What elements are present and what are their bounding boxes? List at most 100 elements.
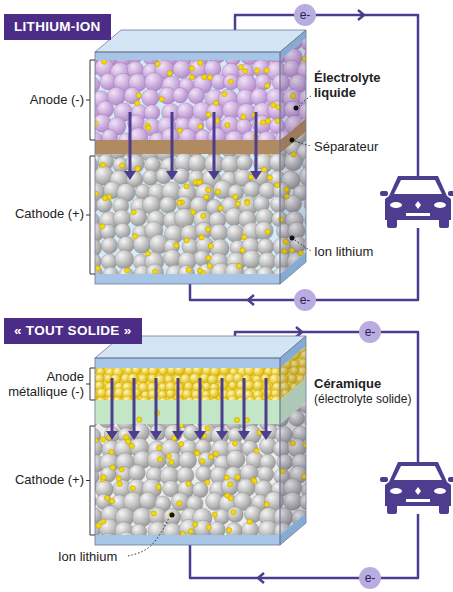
particle bbox=[179, 451, 197, 469]
particle bbox=[288, 536, 307, 555]
car-icon bbox=[380, 462, 453, 514]
car-wheel bbox=[387, 504, 397, 514]
particle bbox=[87, 390, 98, 401]
car-body bbox=[385, 462, 451, 506]
lithium-ion bbox=[171, 409, 176, 414]
part-label: Cathode (+) bbox=[15, 206, 84, 221]
car-wheel bbox=[387, 218, 397, 228]
ion-flow-arrow bbox=[111, 378, 114, 433]
lithium-ion bbox=[155, 61, 160, 66]
particle bbox=[160, 115, 177, 132]
lithium-ion bbox=[177, 200, 182, 205]
anode-layer bbox=[76, 18, 323, 150]
ion-flow-arrow bbox=[177, 378, 180, 433]
car-mirror bbox=[380, 477, 388, 482]
particle bbox=[256, 112, 274, 130]
particle bbox=[221, 397, 241, 417]
lithium-ion bbox=[265, 118, 270, 123]
particle bbox=[126, 154, 145, 173]
car-headlight bbox=[434, 202, 446, 208]
lithium-ion bbox=[207, 75, 212, 80]
lithium-ion bbox=[151, 511, 156, 516]
car-wheel bbox=[439, 504, 449, 514]
particle bbox=[226, 125, 245, 144]
lithium-ion bbox=[245, 379, 250, 384]
lithium-ion bbox=[227, 527, 232, 532]
lithium-ion bbox=[157, 407, 162, 412]
particle bbox=[309, 267, 324, 282]
lithium-ion bbox=[114, 136, 119, 141]
car-logo bbox=[415, 487, 421, 495]
battery-outline bbox=[95, 52, 280, 284]
layer-ground bbox=[95, 38, 306, 140]
layer-ground bbox=[95, 118, 306, 154]
particle bbox=[138, 374, 147, 383]
lithium-ion bbox=[130, 486, 135, 491]
leader-dot bbox=[290, 138, 295, 143]
ion-flow-arrowhead bbox=[128, 431, 140, 440]
battery-outline bbox=[95, 358, 280, 545]
particle bbox=[156, 384, 174, 402]
lithium-ion bbox=[189, 66, 194, 71]
particle bbox=[177, 103, 194, 120]
lithium-ion bbox=[109, 449, 114, 454]
lithium-ion bbox=[177, 128, 182, 133]
lithium-ion bbox=[289, 400, 294, 405]
lithium-ion bbox=[205, 227, 210, 232]
lithium-ion bbox=[222, 92, 227, 97]
lithium-ion bbox=[188, 529, 193, 534]
lithium-ion bbox=[100, 162, 105, 167]
particle bbox=[133, 130, 150, 147]
part-label: Anode (-) bbox=[30, 92, 84, 107]
particle bbox=[129, 465, 146, 482]
car-grille bbox=[406, 213, 430, 216]
current-collector-side bbox=[280, 513, 306, 545]
particle bbox=[304, 533, 323, 552]
lithium-ion bbox=[119, 467, 124, 472]
lithium-ion bbox=[203, 136, 208, 141]
section-banner: LITHIUM-ION bbox=[4, 14, 111, 40]
lithium-ion bbox=[110, 465, 115, 470]
current-collector bbox=[95, 52, 280, 60]
cathode-layer bbox=[77, 112, 324, 285]
lithium-ion bbox=[231, 509, 236, 514]
particle bbox=[188, 154, 206, 172]
particle bbox=[147, 450, 166, 469]
particle bbox=[173, 168, 189, 184]
lithium-ion bbox=[225, 493, 230, 498]
lithium-ion bbox=[157, 457, 162, 462]
particle bbox=[237, 385, 256, 404]
particle bbox=[127, 381, 146, 400]
lithium-ion bbox=[159, 404, 164, 409]
lithium-ion bbox=[190, 210, 195, 215]
particle bbox=[187, 383, 204, 400]
lithium-ion bbox=[137, 417, 142, 422]
particle bbox=[197, 129, 215, 147]
particle bbox=[130, 209, 147, 226]
lithium-ion bbox=[206, 112, 211, 117]
particle bbox=[101, 237, 117, 253]
particle bbox=[221, 478, 238, 495]
particle bbox=[275, 127, 291, 143]
particle bbox=[244, 131, 261, 148]
lithium-ion bbox=[247, 519, 252, 524]
particle bbox=[227, 507, 243, 523]
lithium-ion bbox=[201, 213, 206, 218]
ion-flow-arrowhead bbox=[106, 431, 118, 440]
lithium-ion bbox=[264, 68, 269, 73]
particle bbox=[307, 437, 326, 456]
particle bbox=[143, 170, 158, 185]
particle bbox=[177, 128, 197, 148]
particle bbox=[83, 77, 100, 94]
particle bbox=[236, 155, 252, 171]
side-shade bbox=[280, 132, 306, 274]
particle bbox=[173, 88, 188, 103]
car-logo bbox=[415, 201, 421, 209]
electron-badge: e- bbox=[294, 4, 316, 26]
particle bbox=[304, 411, 324, 431]
particle bbox=[304, 195, 322, 213]
particle bbox=[77, 492, 96, 511]
lithium-ion bbox=[189, 75, 194, 80]
layer-ground bbox=[95, 132, 306, 274]
